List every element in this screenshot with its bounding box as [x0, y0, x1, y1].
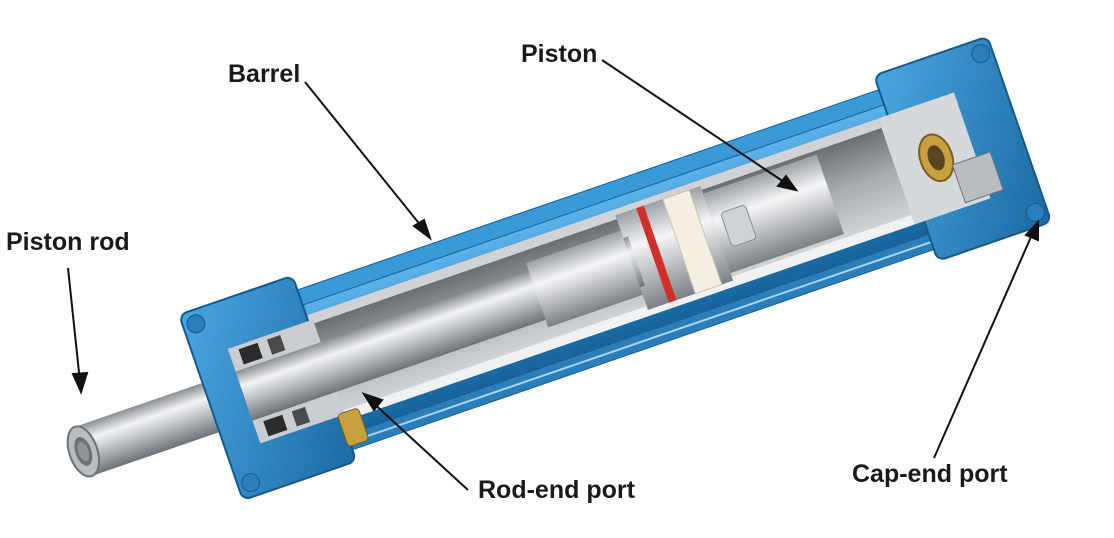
piston-wear-band — [662, 189, 723, 295]
barrel-leader — [304, 81, 427, 233]
piston-seal — [636, 205, 677, 303]
piston-rod-label: Piston rod — [6, 228, 130, 256]
rod-end-port-label: Rod-end port — [478, 476, 635, 504]
rod-end-port-fitting — [337, 408, 369, 447]
piston-rod-leader — [67, 267, 81, 383]
cylinder-body — [66, 37, 1051, 499]
cap-end-port-label: Cap-end port — [852, 460, 1008, 488]
piston-label: Piston — [521, 40, 598, 68]
rod-end-port-leader — [369, 399, 469, 491]
cap-end-port-leader — [933, 229, 1035, 459]
piston-leader — [601, 59, 791, 187]
barrel-label: Barrel — [228, 60, 301, 88]
leader-lines — [67, 59, 1039, 491]
